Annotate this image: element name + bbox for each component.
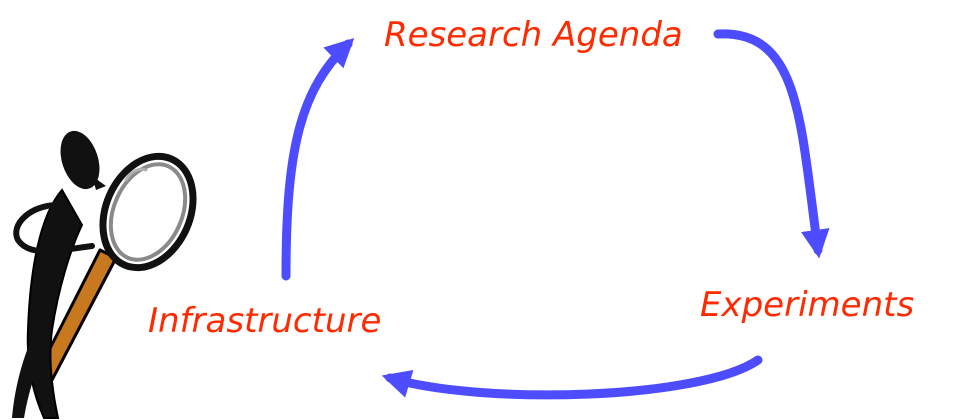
stick-figure-with-magnifying-glass-icon — [12, 130, 197, 419]
arrow-experiments-to-infrastructure — [381, 355, 763, 400]
arrow-research-to-experiments — [713, 29, 830, 259]
node-experiments: Experiments — [700, 285, 914, 325]
node-research-agenda: Research Agenda — [384, 15, 683, 55]
arrow-infrastructure-to-research — [281, 38, 355, 281]
node-infrastructure: Infrastructure — [148, 301, 381, 341]
